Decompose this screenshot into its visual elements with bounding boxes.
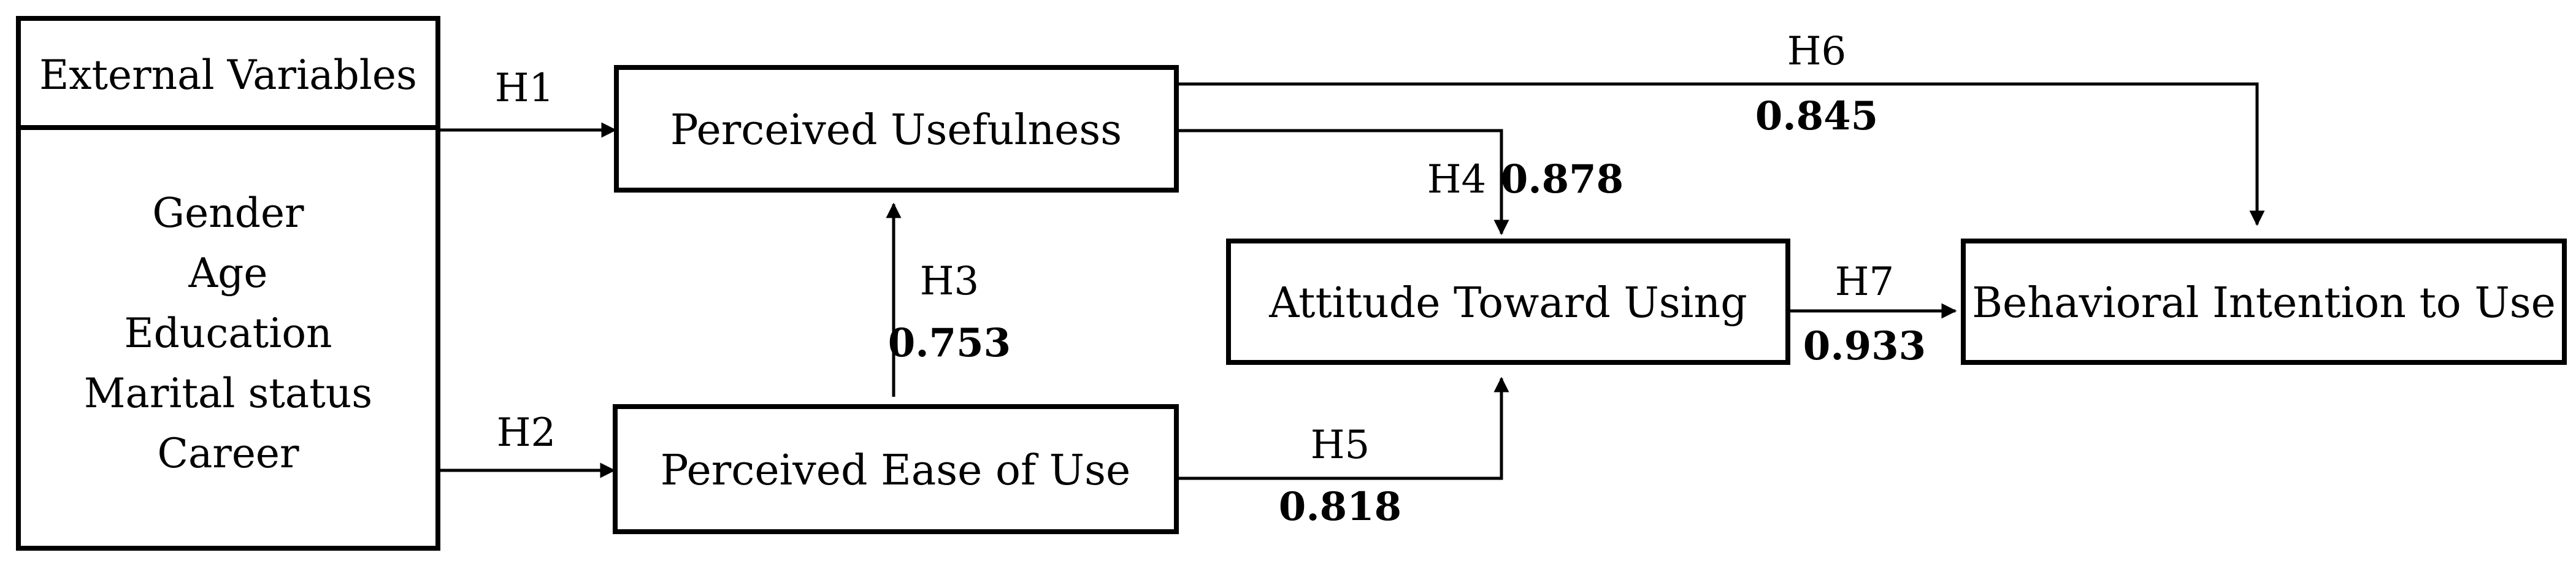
perceived-ease-of-use-node: Perceived Ease of Use — [613, 404, 1179, 534]
h5-label: H5 — [1311, 423, 1370, 468]
attitude-toward-using-box — [1226, 239, 1790, 365]
h6-arrow — [1176, 82, 2265, 226]
perceived-ease-of-use-label: Perceived Ease of Use — [661, 446, 1130, 495]
external-variables-box: External Variables Gender Age Education … — [16, 16, 440, 551]
h4-arrow — [1176, 129, 1509, 235]
h4-label: H4 — [1427, 157, 1487, 202]
external-variable-career: Career — [157, 430, 299, 477]
external-variable-age: Age — [188, 250, 268, 297]
h6-label: H6 — [1787, 29, 1847, 74]
perceived-usefulness-box — [614, 65, 1179, 193]
h7-label: H7 — [1835, 259, 1895, 305]
external-variable-education: Education — [124, 310, 332, 357]
h6-coefficient: 0.845 — [1755, 93, 1878, 139]
h5-arrow — [1176, 377, 1509, 480]
h4-coefficient: 0.878 — [1501, 156, 1623, 202]
h2-label: H2 — [497, 410, 556, 456]
h3-coefficient: 0.753 — [888, 320, 1011, 366]
h7-coefficient: 0.933 — [1803, 323, 1926, 369]
behavioral-intention-box — [1961, 239, 2567, 365]
perceived-usefulness-node: Perceived Usefulness — [614, 65, 1179, 193]
perceived-ease-of-use-box — [613, 404, 1179, 534]
external-variables-title: External Variables — [39, 52, 417, 99]
external-variable-gender: Gender — [152, 189, 304, 237]
attitude-toward-using-label: Attitude Toward Using — [1268, 279, 1747, 327]
h3-label: H3 — [920, 259, 979, 304]
perceived-usefulness-label: Perceived Usefulness — [670, 106, 1122, 155]
behavioral-intention-node: Behavioral Intention to Use — [1961, 239, 2567, 365]
external-variables-frame — [16, 16, 440, 551]
h1-label: H1 — [495, 66, 554, 111]
external-variable-marital-status: Marital status — [84, 370, 372, 417]
h5-coefficient: 0.818 — [1279, 484, 1401, 530]
behavioral-intention-label: Behavioral Intention to Use — [1972, 279, 2556, 327]
attitude-toward-using-node: Attitude Toward Using — [1226, 239, 1790, 365]
